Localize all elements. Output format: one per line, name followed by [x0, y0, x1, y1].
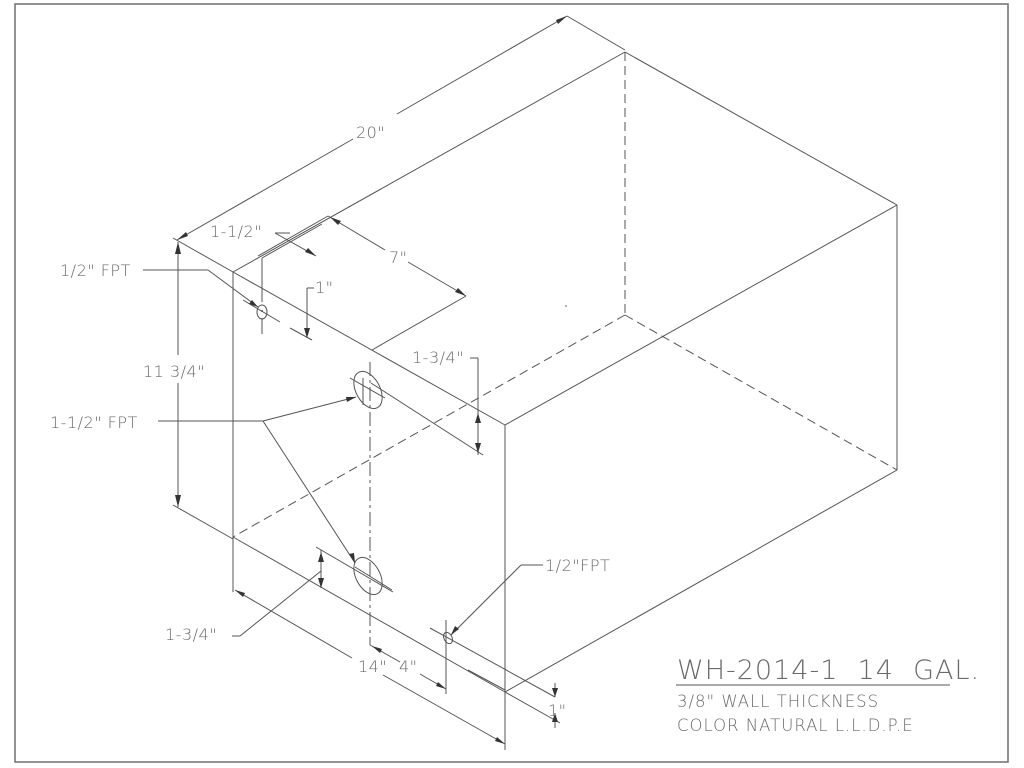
dimension-top-fitting-drop: 1": [289, 278, 334, 341]
label-height: 11 3/4": [143, 362, 205, 381]
part-number-title: WH-2014-1 14 GAL.: [677, 655, 980, 686]
label-large-fittings: 1-1/2" FPT: [50, 413, 138, 432]
label-upper-small-fitting: 1/2" FPT: [60, 261, 131, 280]
lower-large-fitting: [353, 556, 393, 596]
callout-lower-small-fitting: 1/2"FPT: [450, 556, 610, 636]
callout-large-fittings: 1-1/2" FPT: [50, 396, 357, 564]
dimension-height: 11 3/4": [143, 242, 234, 540]
top-small-fitting: [242, 299, 281, 334]
label-upper-large-drop: 1-3/4": [412, 348, 464, 367]
label-lower-large-rise: 1-3/4": [165, 625, 217, 644]
dimension-top-fitting-back: 7": [327, 215, 467, 351]
sheet-border: [14, 3, 1009, 763]
label-top-drop: 1": [315, 278, 334, 297]
label-bottom-length: 14": [358, 657, 387, 676]
dimension-top-fitting-side: 1-1/2": [210, 215, 329, 302]
label-bottom-small-rise: 1": [548, 701, 567, 720]
dimension-bottom-length: 14": [232, 537, 506, 750]
callout-upper-small-fitting: 1/2" FPT: [60, 261, 259, 308]
bottom-small-fitting: [429, 627, 556, 698]
material-note: COLOR NATURAL L.L.D.P.E: [677, 716, 914, 735]
dimension-length: 20": [172, 15, 626, 273]
dimension-bottom-small-rise: 1": [504, 683, 567, 728]
dimension-lower-large-rise: 1-3/4": [165, 546, 394, 644]
label-lower-small-fitting: 1/2"FPT: [545, 556, 610, 575]
wall-thickness-note: 3/8" WALL THICKNESS: [677, 692, 879, 711]
label-length: 20": [356, 123, 385, 142]
title-block: WH-2014-1 14 GAL. 3/8" WALL THICKNESS CO…: [676, 655, 980, 735]
label-bottom-small-offset: 4": [399, 657, 418, 676]
upper-large-fitting: [349, 370, 484, 456]
label-top-back-offset: 7": [389, 248, 408, 267]
stray-point: [565, 305, 567, 307]
tank-outline: [232, 51, 898, 693]
dimension-upper-large-drop: 1-3/4": [412, 348, 481, 455]
label-top-side-offset: 1-1/2": [210, 222, 262, 241]
